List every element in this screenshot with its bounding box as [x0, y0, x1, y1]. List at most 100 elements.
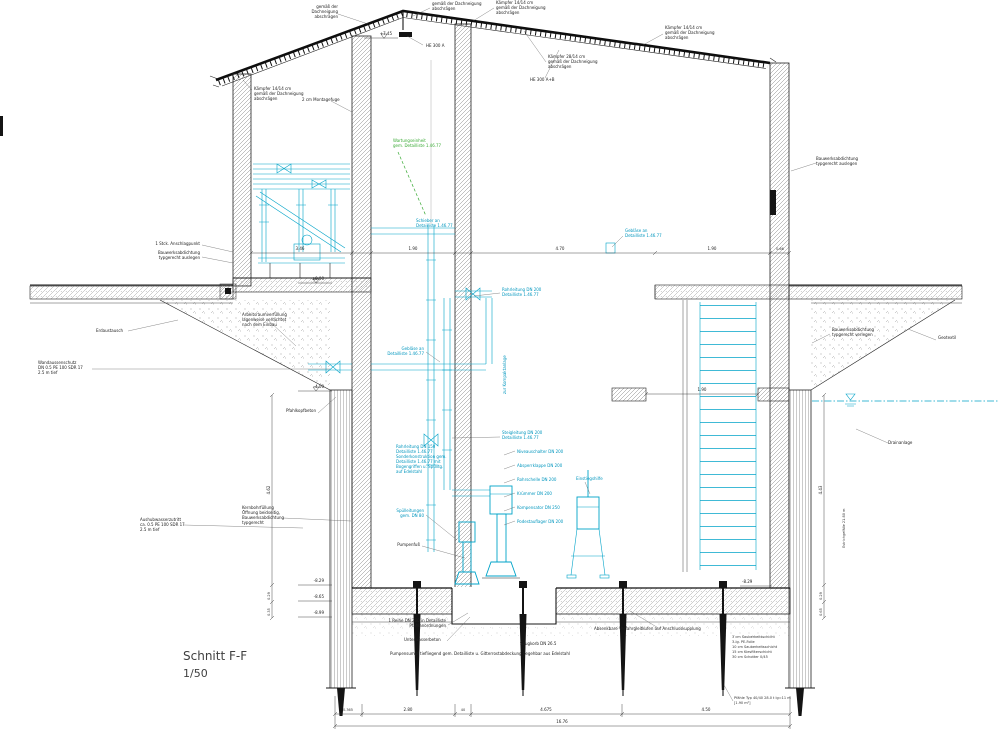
pumps: [452, 485, 520, 585]
building-structure: [0, 9, 815, 716]
piping: [253, 60, 616, 585]
dim-label: 1.90: [698, 387, 707, 392]
annotation-text: typgerecht auslegen: [816, 161, 858, 166]
slab-upper-room: [232, 277, 372, 293]
annotation-text: Kämpfer 28/14 cm: [548, 54, 585, 59]
annotation-text: Niveauschalter DN 200: [517, 449, 564, 454]
annotation-text: Detailliste 1.46.77: [387, 351, 424, 356]
foundation-piles: [413, 581, 727, 696]
pile-under-pier-left: [337, 688, 345, 716]
annotation-text: Podestauflager DN 200: [517, 519, 564, 524]
green-note: Wartungseinheit gem. Detailliste 1.46.77: [393, 138, 442, 217]
annotation-text: Detailliste 1.46.77: [416, 223, 453, 228]
annotation-text: Pumpenfuß: [397, 542, 420, 547]
annotation-text: Bauwerksabdichtung: [816, 156, 859, 161]
annotation-text: Rohrschelle DN 200: [517, 477, 557, 482]
annotation-text: Detailliste 1.46.77 mit: [396, 459, 441, 464]
upper-room-pipes: [253, 163, 350, 278]
annotation-text: 10 cm Sauberkeitsschicht: [732, 645, 778, 649]
green-note-line: gem. Detailliste 1.46.77: [393, 143, 442, 148]
gutter-right: [769, 57, 777, 63]
annotation-text: Saugkorb DN 26.5: [520, 641, 557, 646]
steel-beam: [399, 32, 412, 37]
wall-left-exterior: [232, 73, 252, 287]
annotation-text: 1 Reihe DN 200 in Detailliste: [388, 618, 446, 623]
dim-label: 16.76: [556, 719, 568, 724]
annotation-text: Kämpfer 14/14 cm: [665, 25, 702, 30]
slab-entrance-platform: [654, 284, 790, 300]
annotation-text: abschrägen: [665, 35, 689, 40]
stair-rungs: [700, 302, 756, 570]
level-label: +7.45: [380, 31, 393, 36]
annotation-text: Detailliste 1.46.77: [502, 292, 539, 297]
annotation-text: Dachneigung: [311, 9, 338, 14]
annotation-text: Gebläse an: [402, 346, 425, 351]
dim-label: 0.29: [819, 592, 823, 600]
annotation-text: Arbeitsraumverfüllung: [242, 312, 287, 317]
access-equipment: [566, 470, 610, 579]
title-block: Schnitt F-F 1/50: [183, 649, 247, 680]
green-note-line: Wartungseinheit: [393, 138, 426, 143]
annotation-text: Aushubwasserzutritt: [140, 517, 181, 522]
roof-outline: [215, 9, 771, 82]
dim-label: 0.29: [267, 592, 271, 600]
edge-mark: [0, 116, 3, 136]
annotation-text: 15 cm Kiesfilterschicht: [732, 650, 772, 654]
gutter-left: [209, 75, 220, 88]
annotation-text: Einstiegshilfe: [576, 476, 603, 481]
annotation-text: 2 cm Montagefuge: [302, 97, 340, 102]
annotation-text: ca. 0.5 PE 100 SDR 17: [140, 522, 185, 527]
dim-label: 4.675: [540, 707, 552, 712]
annotation-text: Pfahlkopfbeton: [286, 408, 317, 413]
dimensions: 3.46 1.90 4.70 1.90 0.66 1.90 0.365 2.80…: [248, 246, 827, 729]
dim-label: 4.50: [702, 707, 711, 712]
water-level: [812, 393, 998, 407]
annotation-text: zur Kompaktanlage: [502, 355, 507, 394]
dim-label: 0.66: [776, 247, 784, 251]
drawing-title: Schnitt F-F: [183, 649, 247, 663]
level-markers: +7.45 ±0.00 -4.00 -8.29 -8.65 -8.99 -8.2…: [298, 31, 772, 618]
roof-hatch: [218, 11, 769, 86]
annotation-text: Absenkbare Verfahrgleitkufen auf Anschlu…: [594, 626, 701, 631]
wall-shaft-left: [351, 35, 372, 589]
annotation-text: Estrichgefälle 21.80 m: [842, 508, 846, 548]
landing-beam-right: [757, 387, 790, 402]
annotation-text: Absperrklappe DN 200: [517, 463, 563, 468]
annotation-text: 3-lg. PE-Folie: [732, 640, 755, 644]
annotation-text: gemäß der Dachneigung: [254, 91, 304, 96]
wall-beam-pocket: [770, 190, 776, 215]
dim-label: 3.46: [296, 246, 305, 251]
annotation-text: Kernbohrfüllung: [242, 505, 274, 510]
annotations: gemäß der Dachneigung abschrägen gemäß d…: [38, 0, 956, 705]
annotation-text: Unterwasserbeton: [404, 637, 441, 642]
annotation-text: Drainanlage: [888, 440, 913, 445]
level-label: -8.29: [314, 578, 325, 583]
annotation-text: typgerecht verlegen: [832, 332, 873, 337]
annotation-text: HE 300 A+B: [530, 77, 555, 82]
annotation-text: Kämpfer 14/14 cm: [254, 86, 291, 91]
pile-under-pier-right: [796, 688, 804, 716]
blower-unit: [605, 242, 616, 254]
annotation-text: Bauwerksabdichtung: [832, 327, 875, 332]
annotation-text: Pfahlanordnungen: [409, 623, 446, 628]
annotation-text: Spülleitungen: [396, 508, 424, 513]
annotation-text: Schieber an: [416, 218, 440, 223]
annotation-text: Rohrleitung DN 150: [396, 444, 436, 449]
annotation-text: Gebläse an: [625, 228, 648, 233]
annotation-text: [1.90 m²]: [734, 701, 751, 705]
stair: [682, 300, 757, 572]
annotation-text: Rohrleitung DN 200: [502, 287, 542, 292]
annotation-text: Detailliste 1.46.77: [625, 233, 662, 238]
level-label: -8.65: [314, 594, 325, 599]
landing-beam-left: [611, 387, 647, 402]
wall-shaft-right: [454, 23, 472, 589]
leader-lines: [92, 7, 937, 702]
annotation-text: gemäß der: [316, 4, 338, 9]
level-label: -8.29: [742, 579, 753, 584]
dim-label: 1.90: [708, 246, 717, 251]
dim-label: 2.80: [404, 707, 413, 712]
annotation-text: Steigleitung DN 200: [502, 430, 543, 435]
dim-label: 4.43: [818, 485, 823, 494]
annotation-text: Kompensator DN 250: [517, 505, 560, 510]
